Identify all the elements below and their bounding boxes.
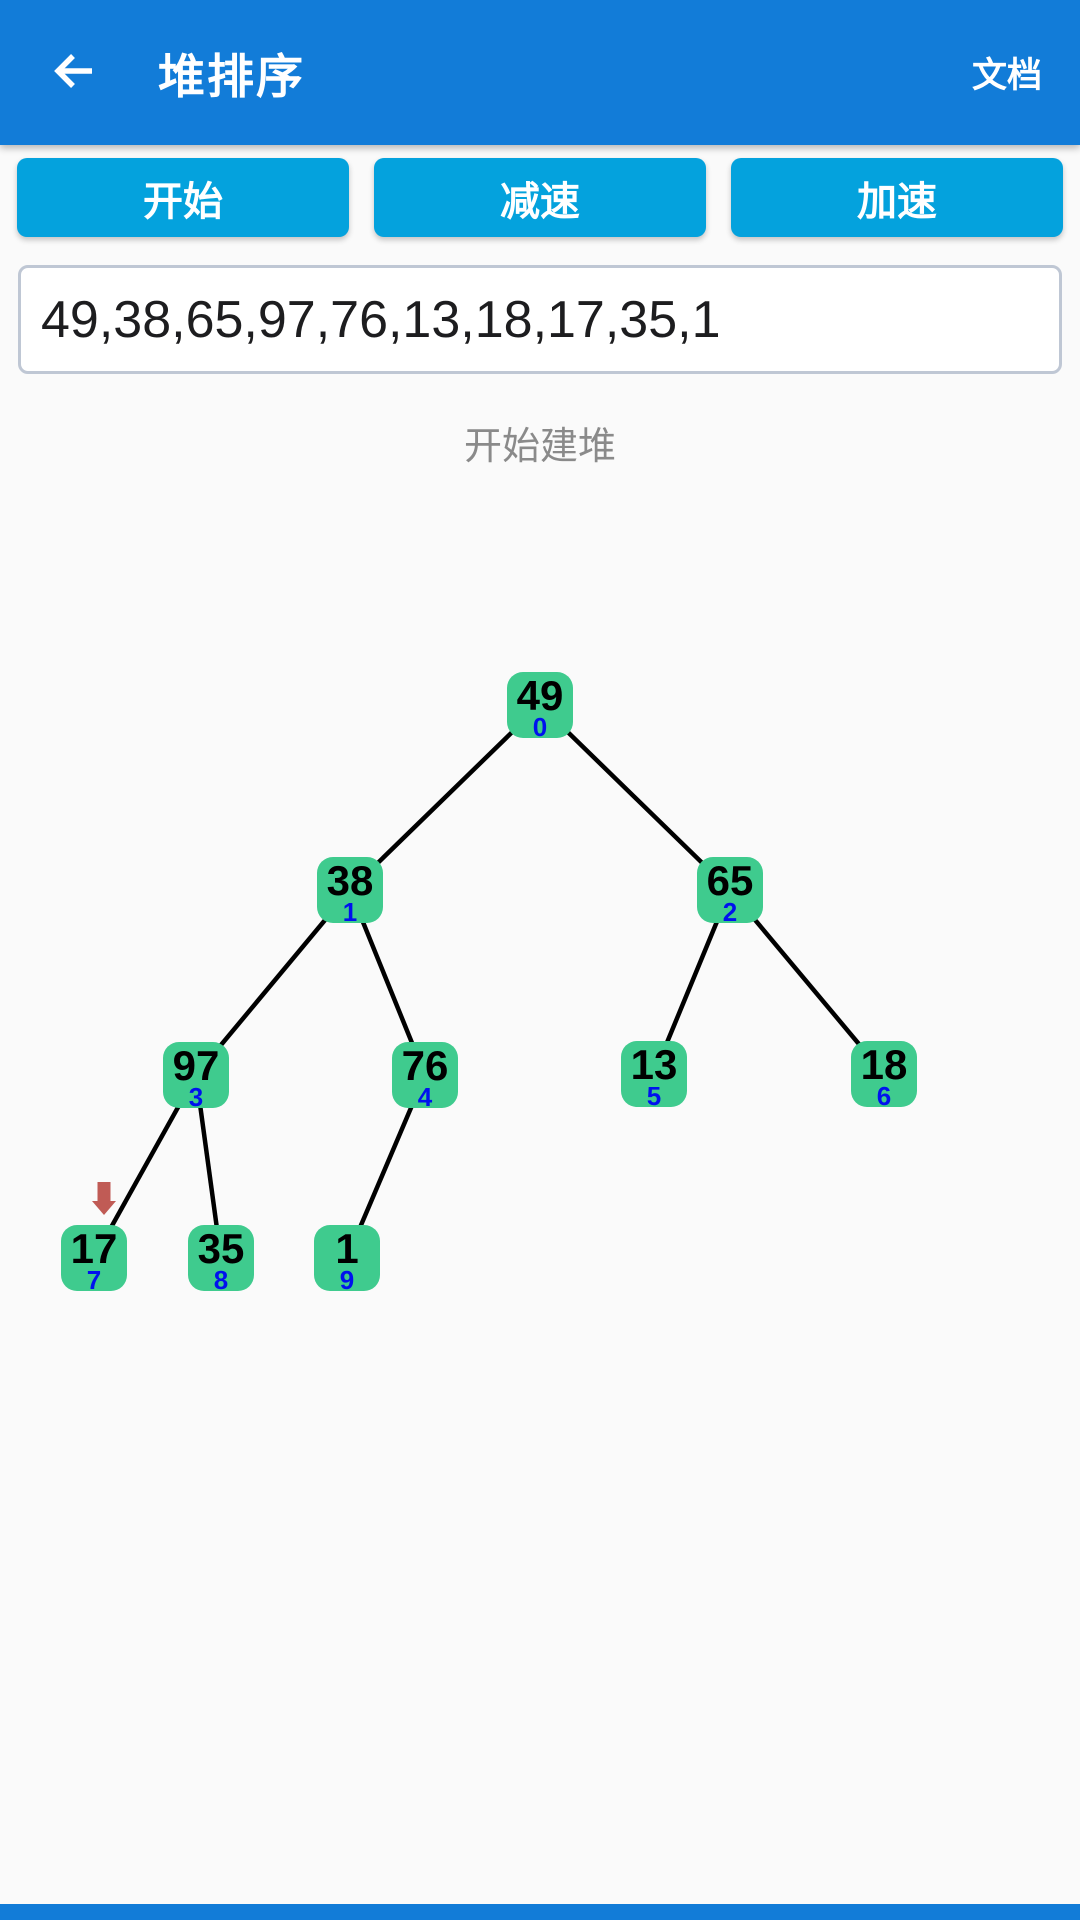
node-index: 5 (646, 1081, 662, 1111)
node-value: 65 (706, 857, 754, 904)
arrow-left-icon (50, 51, 96, 94)
tree-edge (538, 703, 732, 892)
node-value: 1 (335, 1225, 359, 1272)
node-value: 76 (401, 1042, 449, 1089)
app-bar: 堆排序 文档 (0, 0, 1080, 145)
page-title: 堆排序 (158, 50, 305, 103)
node-index: 3 (188, 1082, 204, 1112)
array-input[interactable] (18, 265, 1062, 374)
node-value: 17 (70, 1225, 118, 1272)
docs-link[interactable]: 文档 (971, 56, 1042, 95)
node-index: 0 (532, 712, 548, 742)
status-text: 开始建堆 (463, 426, 616, 468)
back-button[interactable] (50, 50, 96, 96)
node-index: 6 (876, 1081, 892, 1111)
control-toolbar: 开始 减速 加速 (0, 158, 1080, 237)
node-index: 2 (722, 897, 738, 927)
node-value: 38 (326, 857, 374, 904)
node-value: 97 (172, 1042, 220, 1089)
tree-edge (348, 703, 542, 892)
slow-down-button[interactable]: 减速 (374, 158, 706, 237)
node-value: 35 (197, 1225, 245, 1272)
node-index: 4 (417, 1082, 433, 1112)
pointer-arrow-icon (92, 1182, 116, 1215)
node-value: 13 (630, 1041, 678, 1088)
node-value: 18 (860, 1041, 908, 1088)
speed-up-button[interactable]: 加速 (731, 158, 1063, 237)
node-index: 7 (86, 1265, 102, 1295)
node-value: 49 (516, 672, 564, 719)
start-button[interactable]: 开始 (17, 158, 349, 237)
node-index: 8 (213, 1265, 229, 1295)
node-index: 1 (342, 897, 358, 927)
bottom-bar (0, 1904, 1080, 1920)
node-index: 9 (339, 1265, 355, 1295)
